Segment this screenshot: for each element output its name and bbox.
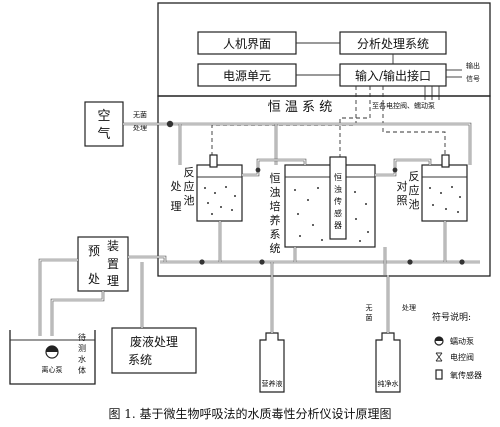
sensor-label-1: 恒 <box>334 172 342 182</box>
air-box <box>84 101 124 147</box>
pure-water-bottle <box>375 332 401 393</box>
sterile-bottom-label-2: 菌 <box>366 313 373 322</box>
signal-dash-sensor <box>339 86 371 160</box>
nutrient-bottle <box>259 332 285 393</box>
to-pump-label: 至各电控阀、蠕动泵 <box>372 101 435 110</box>
culture-label-3: 培 <box>270 199 281 213</box>
pure-water-label: 纯净水 <box>378 379 399 388</box>
signal-dash-right <box>382 86 446 160</box>
left-reaction-label-1: 反 <box>184 166 195 179</box>
control-label-3: 反 <box>409 170 420 183</box>
turbidity-sensor <box>329 156 347 240</box>
thermostat-frame <box>157 95 491 277</box>
sensor-label-3: 传 <box>334 196 342 206</box>
culture-label-5: 系 <box>270 228 281 241</box>
legend-pump-half <box>435 337 443 341</box>
waste-label: 废液处理 <box>130 334 178 349</box>
culture-tank-bubbles <box>294 187 369 242</box>
air-label-1: 空 <box>97 109 110 124</box>
control-label-1: 对 <box>397 179 408 193</box>
air-pump-icon <box>166 120 174 128</box>
legend-title: 符号说明: <box>432 311 471 323</box>
left-reaction-label-3: 池 <box>184 194 195 207</box>
sample-label-2: 测 <box>78 344 86 353</box>
sensor-label-5: 器 <box>334 221 342 230</box>
process-label-1: 处 <box>171 180 182 193</box>
sensor-label-2: 浊 <box>334 184 342 194</box>
thermostat-label: 恒 温 系 统 <box>268 100 332 115</box>
centrifugal-label: 离心泵 <box>42 365 63 374</box>
pipe-pre-sample-b-inner <box>51 291 104 336</box>
culture-label-2: 浊 <box>270 186 281 199</box>
signal-label: 信号 <box>466 74 480 83</box>
legend-valve-label: 电控阀 <box>450 352 474 362</box>
output-label: 输出 <box>466 61 480 70</box>
sterile-label-2: 处理 <box>133 123 147 132</box>
pre-label-5: 理 <box>107 274 119 288</box>
pipe-left-culture-inner <box>242 159 306 176</box>
pipe-pre-sample-a <box>38 258 78 336</box>
pipe-pre-system <box>128 255 167 262</box>
sterile-bottom-label-3: 处理 <box>402 303 416 312</box>
pre-label-1: 预 <box>88 244 100 258</box>
hmi-label: 人机界面 <box>223 37 271 51</box>
pipe-pre-sample-a-inner <box>39 259 78 336</box>
io-label: 输入/输出接口 <box>355 68 431 83</box>
power-label: 电源单元 <box>223 69 271 83</box>
pre-label-3: 处 <box>88 272 100 286</box>
legend-valve-icon <box>435 352 443 362</box>
right-oxygen-sensor-icon <box>441 154 450 168</box>
control-label-5: 池 <box>409 198 420 211</box>
waste-system-label: 系统 <box>128 353 152 367</box>
analysis-label: 分析处理系统 <box>357 37 429 51</box>
culture-label-6: 统 <box>270 242 281 255</box>
waste-box <box>111 327 197 374</box>
left-oxygen-sensor-icon <box>209 154 218 168</box>
valve-markers <box>199 167 465 265</box>
pre-label-2: 装 <box>107 239 119 253</box>
sample-label-3: 水 <box>78 354 86 364</box>
legend-sensor-icon <box>435 369 443 380</box>
legend-sensor-label: 氧传感器 <box>450 370 482 380</box>
sterile-bottom-label-1: 无 <box>366 304 373 312</box>
figure-caption: 图 1. 基于微生物呼吸法的水质毒性分析仪设计原理图 <box>108 406 391 421</box>
air-label-2: 气 <box>97 126 110 142</box>
pretreatment-box <box>77 236 129 292</box>
process-label-2: 理 <box>171 200 182 213</box>
left-tank-bubbles <box>204 186 236 215</box>
culture-label-4: 养 <box>270 213 281 227</box>
sample-label-4: 体 <box>78 365 86 375</box>
sample-beaker <box>9 330 96 385</box>
centrifugal-pump-half <box>46 346 58 352</box>
pipe-pre-system-inner <box>128 256 166 262</box>
control-tank-bubbles <box>429 186 461 213</box>
sterile-label-1: 无菌 <box>133 110 147 119</box>
sample-label-1: 待 <box>78 332 86 342</box>
air-pipe-inner <box>123 123 471 165</box>
pipe-culture-right-inner <box>375 159 431 176</box>
culture-label-1: 恒 <box>270 172 281 185</box>
pipe-pre-sample-b <box>50 291 105 336</box>
control-label-2: 照 <box>397 194 408 207</box>
legend: 符号说明: 蠕动泵 电控阀 氧传感器 <box>432 311 482 380</box>
legend-pump-label: 蠕动泵 <box>450 336 474 346</box>
left-reaction-tank <box>196 164 243 222</box>
control-reaction-tank <box>421 164 468 222</box>
left-reaction-label-2: 应 <box>184 179 195 193</box>
control-label-4: 应 <box>409 183 420 197</box>
nutrient-label: 营养液 <box>262 379 283 388</box>
sensor-label-4: 感 <box>334 208 342 218</box>
pre-label-4: 置 <box>107 257 119 271</box>
